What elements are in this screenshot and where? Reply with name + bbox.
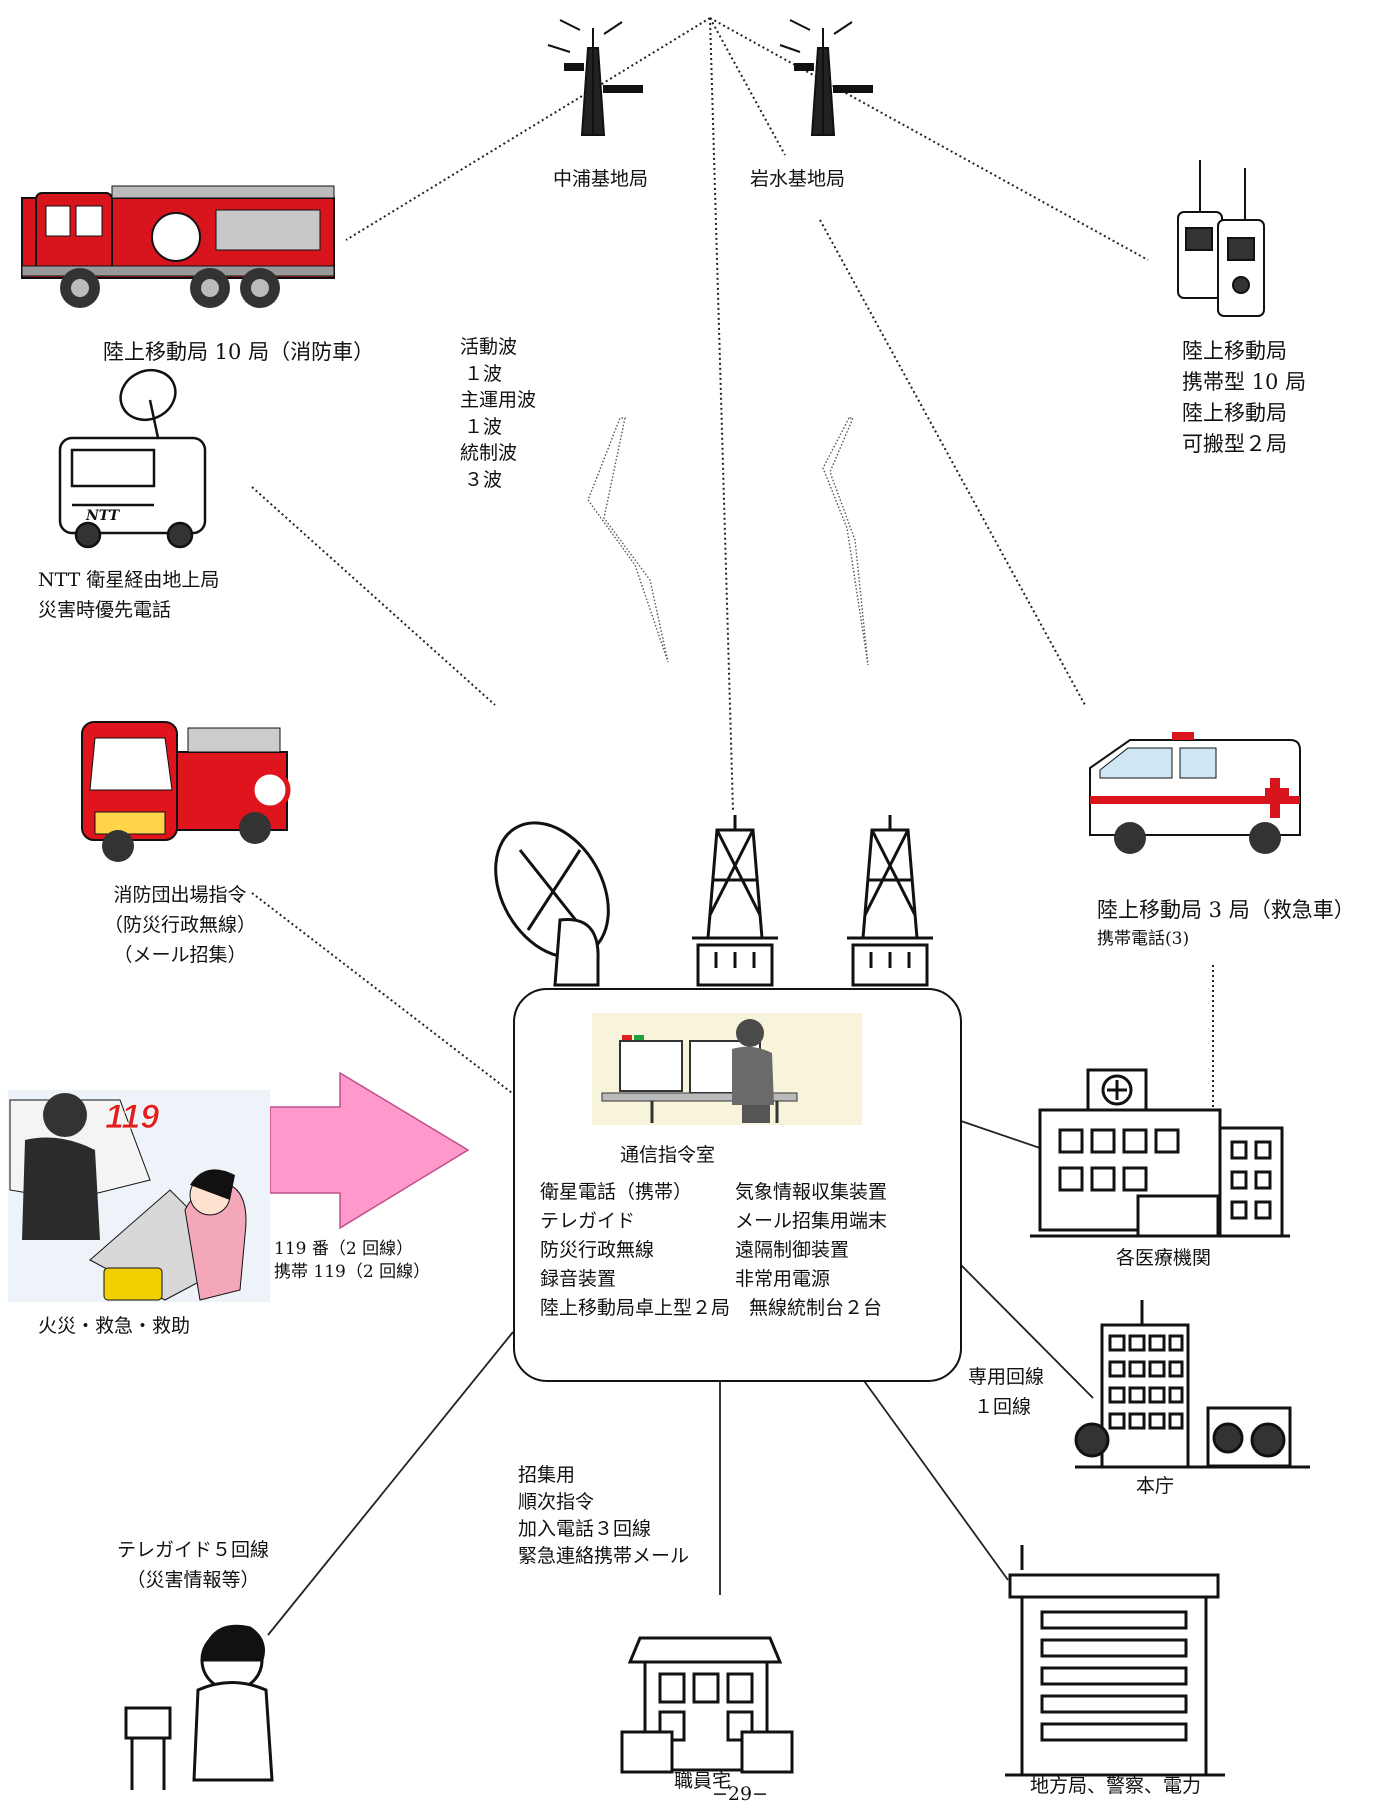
iwamizu-base-station-label: 岩水基地局: [750, 168, 846, 190]
fire-brigade-line: （防災行政無線）: [103, 914, 256, 936]
portable-station-label: 陸上移動局 携帯型 10 局 陸上移動局 可搬型２局: [1182, 336, 1306, 460]
equipment-item: 録音装置: [540, 1268, 617, 1290]
ntt-line: 災害時優先電話: [38, 599, 172, 621]
teleguide-line: （災害情報等）: [126, 1569, 260, 1591]
ntt-satellite-van-icon: NTT: [58, 368, 207, 549]
equipment-right-column: 気象情報収集装置 メール招集用端末 遠隔制御装置 非常用電源: [735, 1178, 887, 1294]
ntt-line: NTT 衛星経由地上局: [38, 569, 220, 591]
equipment-item: 衛星電話（携帯）: [540, 1181, 693, 1203]
equipment-item: 遠隔制御装置: [735, 1239, 850, 1261]
portable-line: 可搬型２局: [1182, 432, 1287, 456]
ntt-label: NTT 衛星経由地上局 災害時優先電話: [38, 565, 219, 625]
wired-links: [267, 1119, 1094, 1636]
call-119-badge: 119: [105, 1098, 159, 1136]
dispatcher-illustration: [592, 1013, 862, 1125]
portable-radio-icon: [1177, 160, 1265, 317]
radio-links: [251, 17, 1214, 1115]
agencies-label: 地方局、警察、電力: [1030, 1775, 1202, 1797]
emergency-caption: 火災・救急・救助: [38, 1315, 191, 1337]
equipment-item: 非常用電源: [735, 1268, 831, 1290]
wave-info: 活動波 １波 主運用波 １波 統制波 ３波: [460, 334, 536, 493]
staff-home-label: 職員宅: [674, 1770, 732, 1792]
hospitals-label: 各医療機関: [1116, 1247, 1212, 1269]
nakaura-base-station-label: 中浦基地局: [553, 168, 649, 190]
iwamizu-tower-icon: [779, 19, 873, 136]
portable-line: 陸上移動局: [1182, 401, 1287, 425]
radio-tower-2-icon: [847, 815, 933, 987]
emergency-line: 119 番（2 回線）: [274, 1239, 414, 1259]
equipment-item: メール招集用端末: [735, 1210, 888, 1232]
emergency-call-illustration: [8, 1090, 270, 1302]
hospital-icon: [1030, 1068, 1290, 1238]
nakaura-tower-icon: [547, 19, 643, 136]
staff-house-icon: [620, 1636, 794, 1774]
dedicated-line: 専用回線: [968, 1366, 1045, 1388]
teleguide-label: テレガイド５回線 （災害情報等）: [98, 1535, 288, 1595]
mobile-phone-label: 携帯電話(3): [1097, 929, 1190, 949]
portable-line: 携帯型 10 局: [1182, 370, 1307, 394]
ambulance-icon: [1089, 732, 1301, 854]
staff-call-label: 招集用 順次指令 加入電話３回線 緊急連絡携帯メール: [518, 1462, 689, 1570]
wave-line: １波: [464, 362, 503, 385]
city-hall-label: 本庁: [1136, 1475, 1175, 1497]
fire-truck-icon: [21, 185, 335, 308]
wave-line: 統制波: [460, 442, 518, 464]
equipment-left-column: 衛星電話（携帯） テレガイド 防災行政無線 録音装置: [540, 1178, 692, 1294]
dedicated-line-label: 専用回線 １回線: [968, 1362, 1044, 1422]
equipment-bottom-line: 陸上移動局卓上型２局 無線統制台２台: [540, 1297, 883, 1319]
staff-call-line: 加入電話３回線: [518, 1518, 652, 1540]
fire-brigade-truck-icon: [81, 721, 291, 862]
fire-brigade-line: 消防団出場指令: [113, 884, 247, 906]
staff-call-line: 緊急連絡携帯メール: [518, 1545, 690, 1567]
staff-call-line: 招集用: [518, 1464, 576, 1486]
equipment-item: 防災行政無線: [540, 1239, 655, 1261]
emergency-lines-label: 119 番（2 回線） 携帯 119（2 回線）: [274, 1238, 430, 1284]
agencies-building-icon: [1005, 1545, 1225, 1777]
teleguide-line: テレガイド５回線: [116, 1539, 269, 1561]
city-hall-icon: [1074, 1300, 1310, 1469]
equipment-item: 気象情報収集装置: [735, 1181, 888, 1203]
wave-line: 主運用波: [460, 389, 537, 411]
fire-brigade-line: （メール招集）: [113, 944, 247, 966]
wave-line: ３波: [464, 468, 503, 491]
teleguide-woman-icon: [124, 1624, 274, 1790]
radio-tower-1-icon: [692, 815, 778, 987]
wave-line: １波: [464, 415, 503, 438]
portable-line: 陸上移動局: [1182, 339, 1287, 363]
fire-truck-label: 陸上移動局 10 局（消防車）: [103, 340, 375, 364]
dispatcher-console-icon: [601, 1019, 798, 1123]
satellite-dish-icon: [494, 821, 610, 987]
svg-text:NTT: NTT: [85, 508, 121, 524]
wireless-zigzags: [587, 417, 869, 666]
emergency-line: 携帯 119（2 回線）: [274, 1262, 431, 1282]
fire-brigade-label: 消防団出場指令 （防災行政無線） （メール招集）: [80, 880, 280, 970]
incoming-call-arrow: [269, 1071, 470, 1230]
wave-line: 活動波: [460, 336, 518, 358]
staff-call-line: 順次指令: [518, 1491, 595, 1513]
dispatch-center-title: 通信指令室: [620, 1144, 716, 1166]
ambulance-label: 陸上移動局 3 局（救急車）: [1097, 898, 1355, 922]
equipment-item: テレガイド: [540, 1210, 636, 1232]
page-number: −29−: [712, 1783, 769, 1805]
dedicated-line: １回線: [974, 1396, 1032, 1418]
